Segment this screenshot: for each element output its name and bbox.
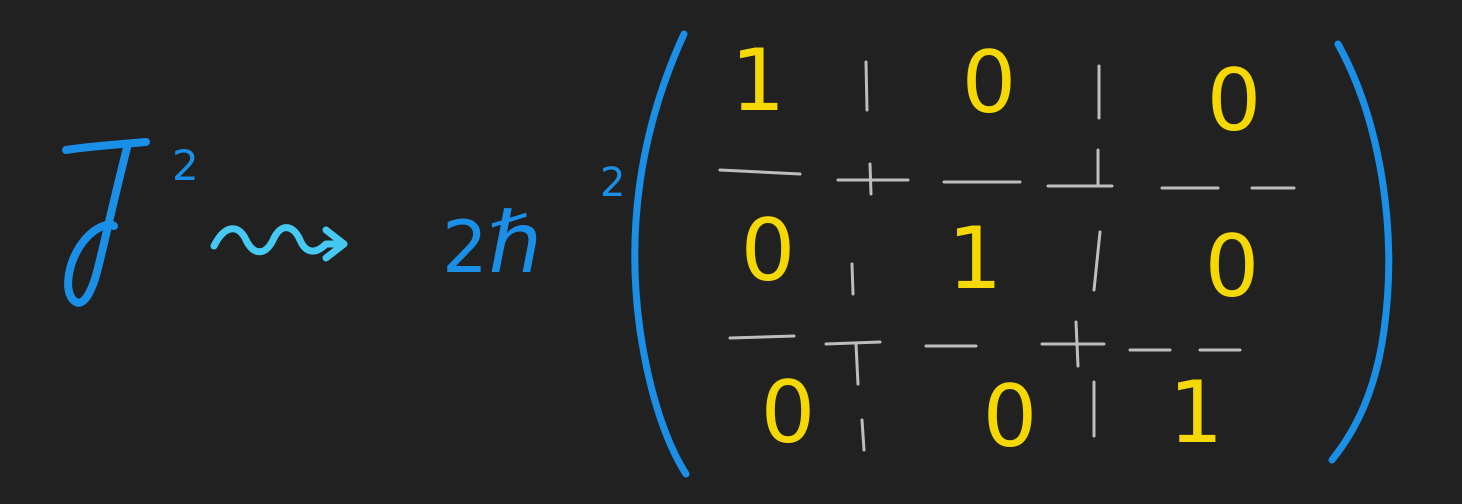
matrix-entry-r2c3: 0 (1205, 217, 1260, 317)
matrix-entry-r2c1: 0 (741, 201, 796, 301)
lhs-operator-j (62, 138, 150, 307)
matrix-entry-r1c1: 1 (731, 31, 786, 131)
left-parenthesis-icon (631, 30, 690, 478)
matrix-entry-r3c2: 0 (983, 367, 1038, 467)
lhs-exponent: 2 (172, 141, 199, 190)
coefficient-hbar: ℏ (488, 194, 541, 292)
matrix-dividers (718, 60, 1296, 452)
right-parenthesis-icon (1328, 40, 1393, 464)
matrix-entry-r1c2: 0 (962, 33, 1017, 133)
squiggly-arrow-icon (210, 224, 348, 262)
coefficient-number: 2 (442, 205, 488, 289)
matrix-entry-r3c1: 0 (761, 363, 816, 463)
matrix-entry-r3c3: 1 (1169, 363, 1224, 463)
matrix-entries: 1 0 0 0 1 0 0 0 1 (731, 31, 1262, 467)
matrix-entry-r1c3: 0 (1207, 51, 1262, 151)
matrix-entry-r2c2: 1 (948, 209, 1003, 309)
coefficient-exponent: 2 (600, 160, 625, 206)
